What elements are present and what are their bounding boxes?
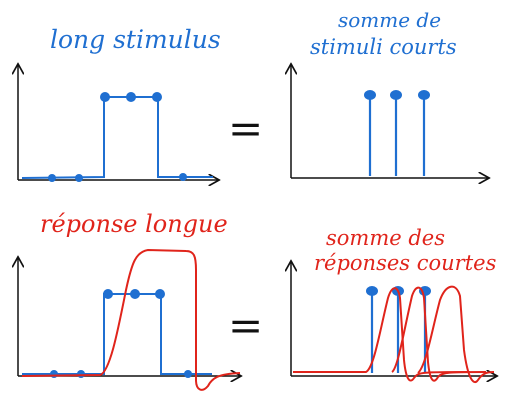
short-response-2: [391, 286, 487, 382]
short-stimuli-stems: [368, 96, 426, 176]
long-stimulus-dots: [48, 92, 187, 182]
long-stimulus-dots-overlay: [50, 289, 192, 378]
long-response-curve: [21, 248, 241, 391]
panel-long-response: réponse longue: [18, 210, 241, 391]
panel-long-stimulus: long stimulus: [18, 25, 221, 182]
panel-short-stimuli-sum: somme de stimuli courts: [291, 8, 488, 178]
short-response-1: [293, 287, 471, 382]
equals-sign-top: =: [228, 104, 263, 153]
short-stimuli-dots: [364, 90, 430, 100]
axes-top-left: [18, 65, 218, 180]
axes-bottom-right: [291, 262, 496, 376]
label-reponse-longue: réponse longue: [40, 210, 228, 238]
label-reponses-courtes: réponses courtes: [314, 251, 497, 275]
label-long-stimulus: long stimulus: [50, 25, 221, 54]
equals-sign-bottom: =: [228, 301, 263, 350]
axes-top-right: [291, 65, 488, 178]
short-response-3: [417, 285, 495, 384]
short-response-curves: [293, 285, 495, 384]
label-stimuli-courts: stimuli courts: [310, 35, 457, 59]
long-stimulus-trace: [21, 96, 213, 179]
label-somme-de: somme de: [338, 8, 441, 32]
label-somme-des: somme des: [326, 226, 445, 250]
panel-short-responses-sum: somme des réponses courtes: [291, 226, 497, 384]
